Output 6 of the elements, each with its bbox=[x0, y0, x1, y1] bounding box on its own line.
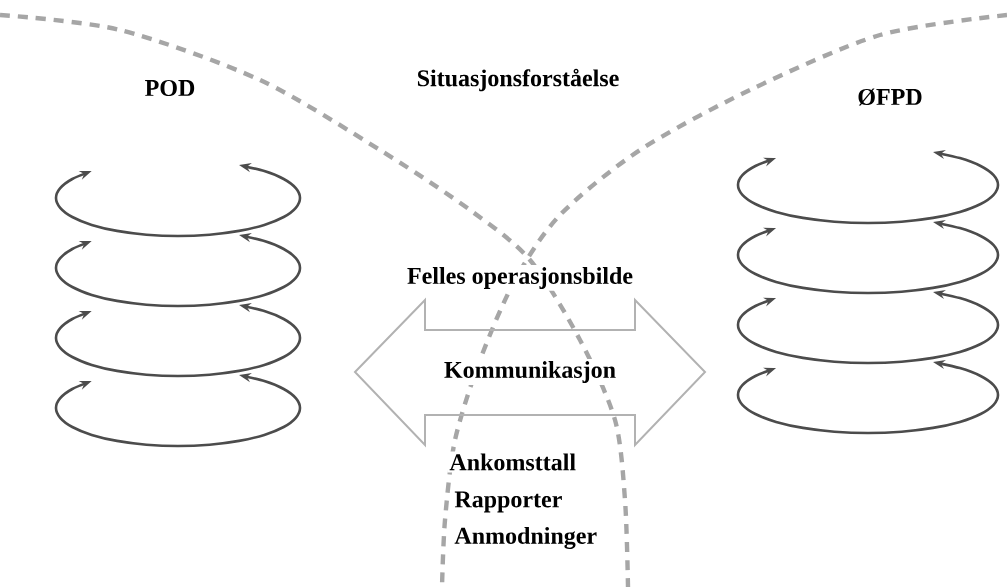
label-text: Situasjonsforståelse bbox=[414, 66, 622, 94]
label-text: POD bbox=[142, 77, 198, 99]
label-text: ØFPD bbox=[855, 86, 925, 108]
label-text: Ankomsttall bbox=[447, 451, 579, 473]
label-text: Anmodninger bbox=[452, 525, 600, 551]
label-text: Rapporter bbox=[452, 489, 565, 515]
